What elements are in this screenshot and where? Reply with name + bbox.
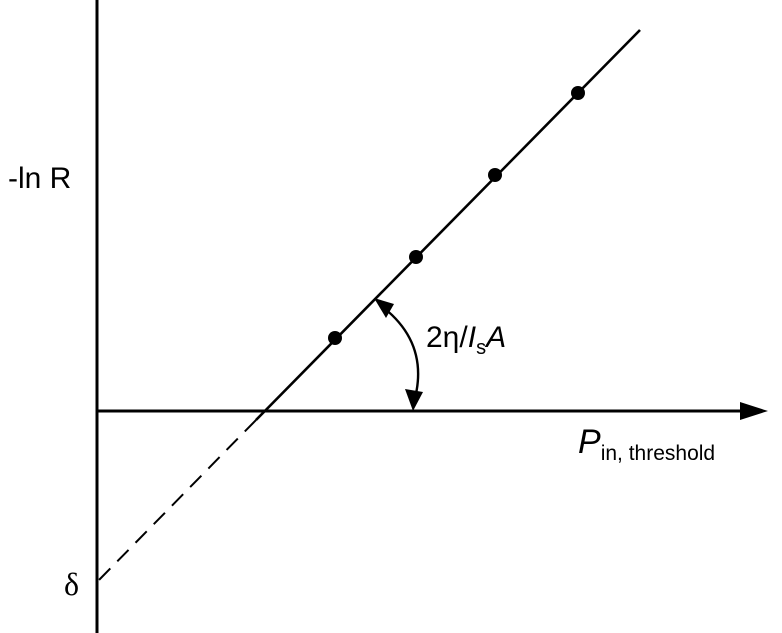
data-point [328,331,342,345]
slope-label: 2η/IsA [426,321,506,359]
intercept-label: δ [64,566,79,602]
slope-I: I [468,321,476,354]
slope-A: A [484,321,506,354]
slope-subscript: s [476,337,486,359]
slope-prefix: 2η/ [426,321,468,354]
fit-line-extrapolation [96,419,257,583]
x-axis-label-main: P [578,423,601,461]
arc-arrowhead-bottom [405,389,423,411]
data-point [571,86,585,100]
y-axis-label: -ln R [8,162,71,195]
slope-angle-arc [383,307,420,403]
data-point [409,250,423,264]
x-axis-label-sub: in, threshold [601,442,715,465]
x-axis-label: Pin, threshold [578,423,715,465]
arc-arrowhead-top [374,298,394,318]
x-axis-arrowhead [740,402,768,420]
data-point [488,168,502,182]
